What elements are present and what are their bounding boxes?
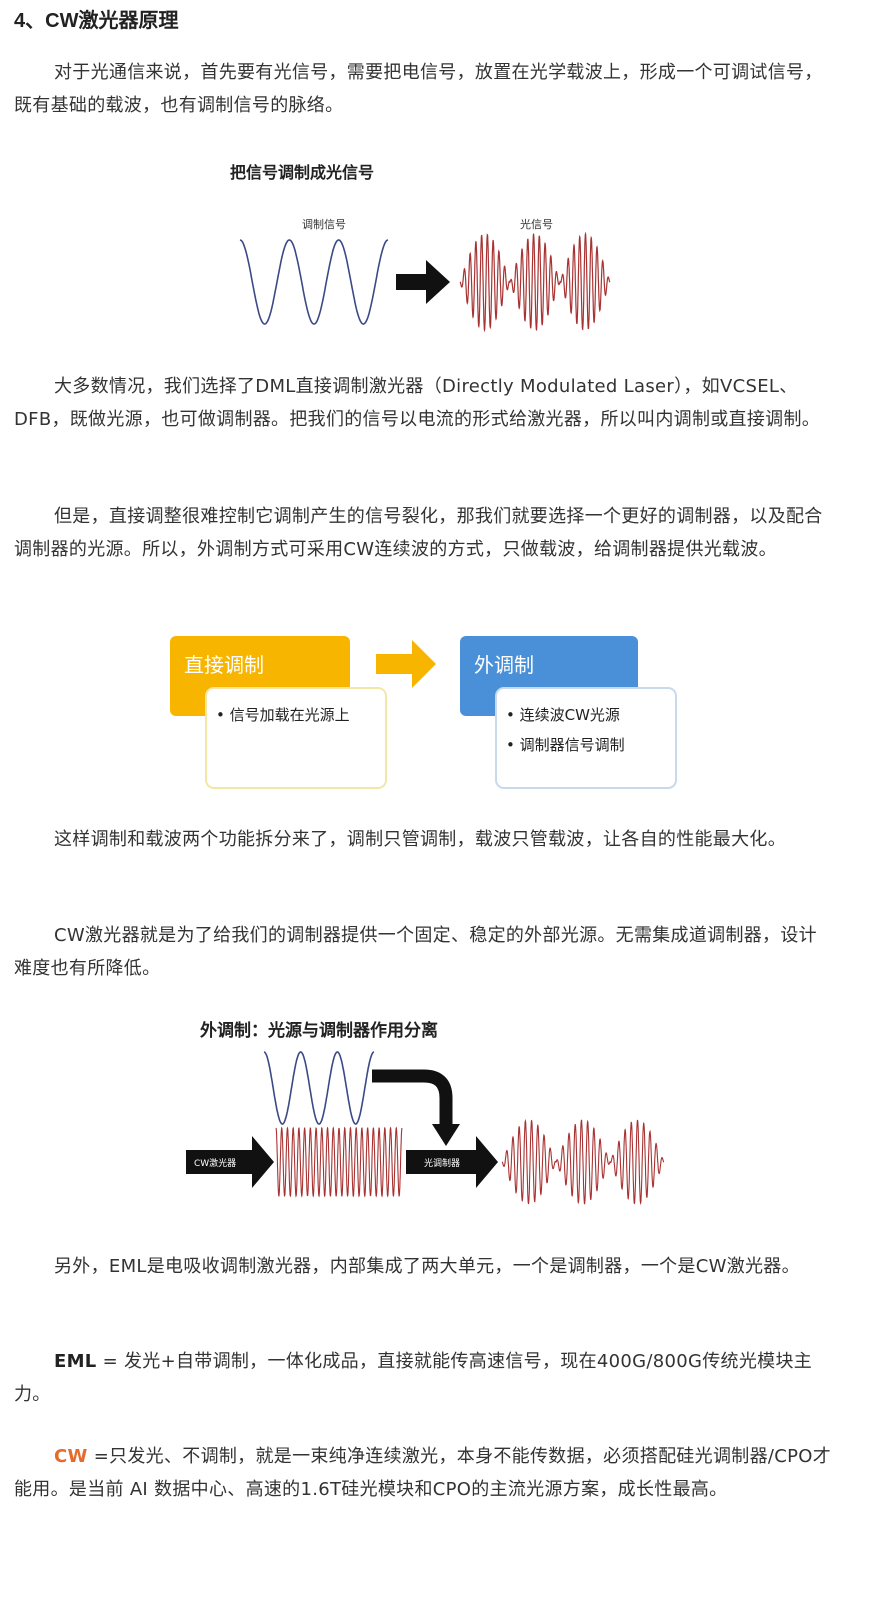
optical-signal-wave — [459, 231, 611, 333]
modulating-signal-wave — [263, 1051, 375, 1125]
figure-external-modulation-separation: 外调制：光源与调制器作用分离 CW激光器 光调制器 — [186, 1020, 665, 1206]
paragraph-eml-intro: 另外，EML是电吸收调制激光器，内部集成了两大单元，一个是调制器，一个是CW激光… — [54, 1256, 800, 1277]
direct-bullet-1: • 信号加载在光源上 — [216, 706, 350, 724]
figure-direct-vs-external: 直接调制 • 信号加载在光源上 外调制 • 连续波CW光源 • 调制器信号调制 — [170, 636, 677, 789]
direct-modulation-detail-box — [205, 687, 387, 789]
bent-arrow-shaft — [372, 1069, 453, 1126]
arrow-right-icon — [396, 260, 450, 304]
external-bullet-2: • 调制器信号调制 — [506, 736, 625, 754]
arrow-right-icon — [376, 640, 436, 688]
continuous-carrier-wave — [275, 1126, 403, 1198]
cw-laser-label: CW激光器 — [194, 1157, 236, 1169]
external-modulation-detail-box — [495, 687, 677, 789]
modulated-optical-wave — [501, 1118, 665, 1206]
paragraph-cw-purpose: CW激光器就是为了给我们的调制器提供一个固定、稳定的外部光源。无需集成道调制器，… — [14, 925, 817, 979]
modulating-signal-wave — [239, 239, 389, 325]
paragraph-intro: 对于光通信来说，首先要有光信号，需要把电信号，放置在光学载波上，形成一个可调试信… — [14, 62, 823, 116]
paragraph-cw-definition: CW =只发光、不调制，就是一束纯净连续激光，本身不能传数据，必须搭配硅光调制器… — [14, 1440, 834, 1506]
figure3-title: 外调制：光源与调制器作用分离 — [200, 1020, 438, 1041]
external-modulation-title: 外调制 — [474, 653, 534, 677]
cw-term: CW — [54, 1446, 88, 1467]
eml-definition-text: = 发光+自带调制，一体化成品，直接就能传高速信号，现在400G/800G传统光… — [14, 1351, 813, 1405]
paragraph-eml-definition: EML = 发光+自带调制，一体化成品，直接就能传高速信号，现在400G/800… — [14, 1345, 834, 1411]
direct-modulation-title: 直接调制 — [184, 653, 264, 677]
cw-definition-text: =只发光、不调制，就是一束纯净连续激光，本身不能传数据，必须搭配硅光调制器/CP… — [14, 1446, 832, 1500]
paragraph-split-functions: 这样调制和载波两个功能拆分来了，调制只管调制，载波只管载波，让各自的性能最大化。 — [54, 829, 786, 850]
optical-modulator-label: 光调制器 — [424, 1157, 460, 1169]
figure1-right-label: 光信号 — [520, 217, 553, 231]
eml-term: EML — [54, 1351, 97, 1372]
paragraph-dml: 大多数情况，我们选择了DML直接调制激光器（Directly Modulated… — [14, 376, 821, 430]
figure1-title: 把信号调制成光信号 — [230, 163, 374, 182]
section-heading: 4、CW激光器原理 — [14, 10, 179, 32]
cw-laser-arrow — [186, 1136, 274, 1188]
arrow-down-icon — [432, 1124, 460, 1146]
figure1-left-label: 调制信号 — [302, 218, 346, 231]
paragraph-external-modulation: 但是，直接调整很难控制它调制产生的信号裂化，那我们就要选择一个更好的调制器，以及… — [14, 506, 823, 560]
external-bullet-1: • 连续波CW光源 — [506, 706, 620, 724]
figure-modulation-to-optical: 把信号调制成光信号 调制信号 光信号 — [230, 163, 611, 333]
optical-modulator-arrow — [406, 1136, 498, 1188]
